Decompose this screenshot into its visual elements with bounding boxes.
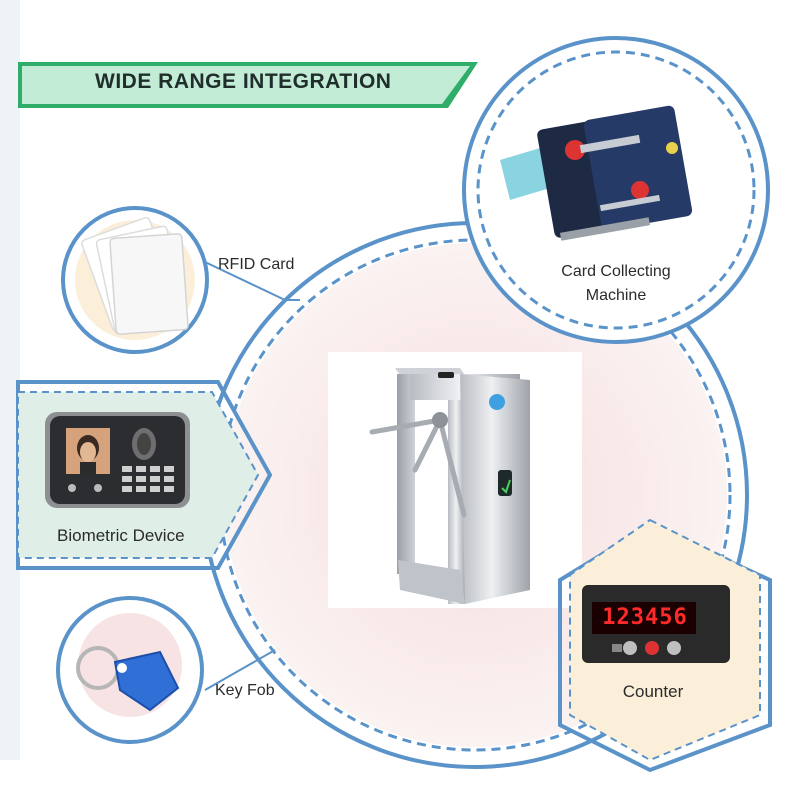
card-collecting-label-line2: Machine	[585, 287, 647, 304]
turnstile-image	[328, 352, 582, 608]
biometric-device-icon	[45, 412, 190, 508]
counter-display-digits: 123456	[602, 605, 688, 630]
key-fob-icon	[76, 646, 180, 712]
key-fob-label: Key Fob	[215, 682, 275, 699]
key-fob-circle	[56, 596, 276, 744]
page-title: WIDE RANGE INTEGRATION	[95, 70, 392, 93]
counter-label: Counter	[622, 682, 684, 701]
rfid-card-circle	[61, 206, 300, 354]
title-banner	[18, 62, 478, 108]
card-collecting-machine-icon	[500, 105, 693, 241]
counter-device-icon	[582, 585, 730, 663]
card-collecting-label-line1: Card Collecting	[561, 263, 671, 280]
biometric-panel	[16, 380, 273, 570]
counter-panel	[558, 518, 772, 773]
rfid-card-label: RFID Card	[218, 256, 295, 273]
rfid-card-icon	[81, 216, 189, 335]
biometric-device-label: Biometric Device	[57, 526, 185, 545]
card-collecting-circle	[462, 36, 770, 344]
